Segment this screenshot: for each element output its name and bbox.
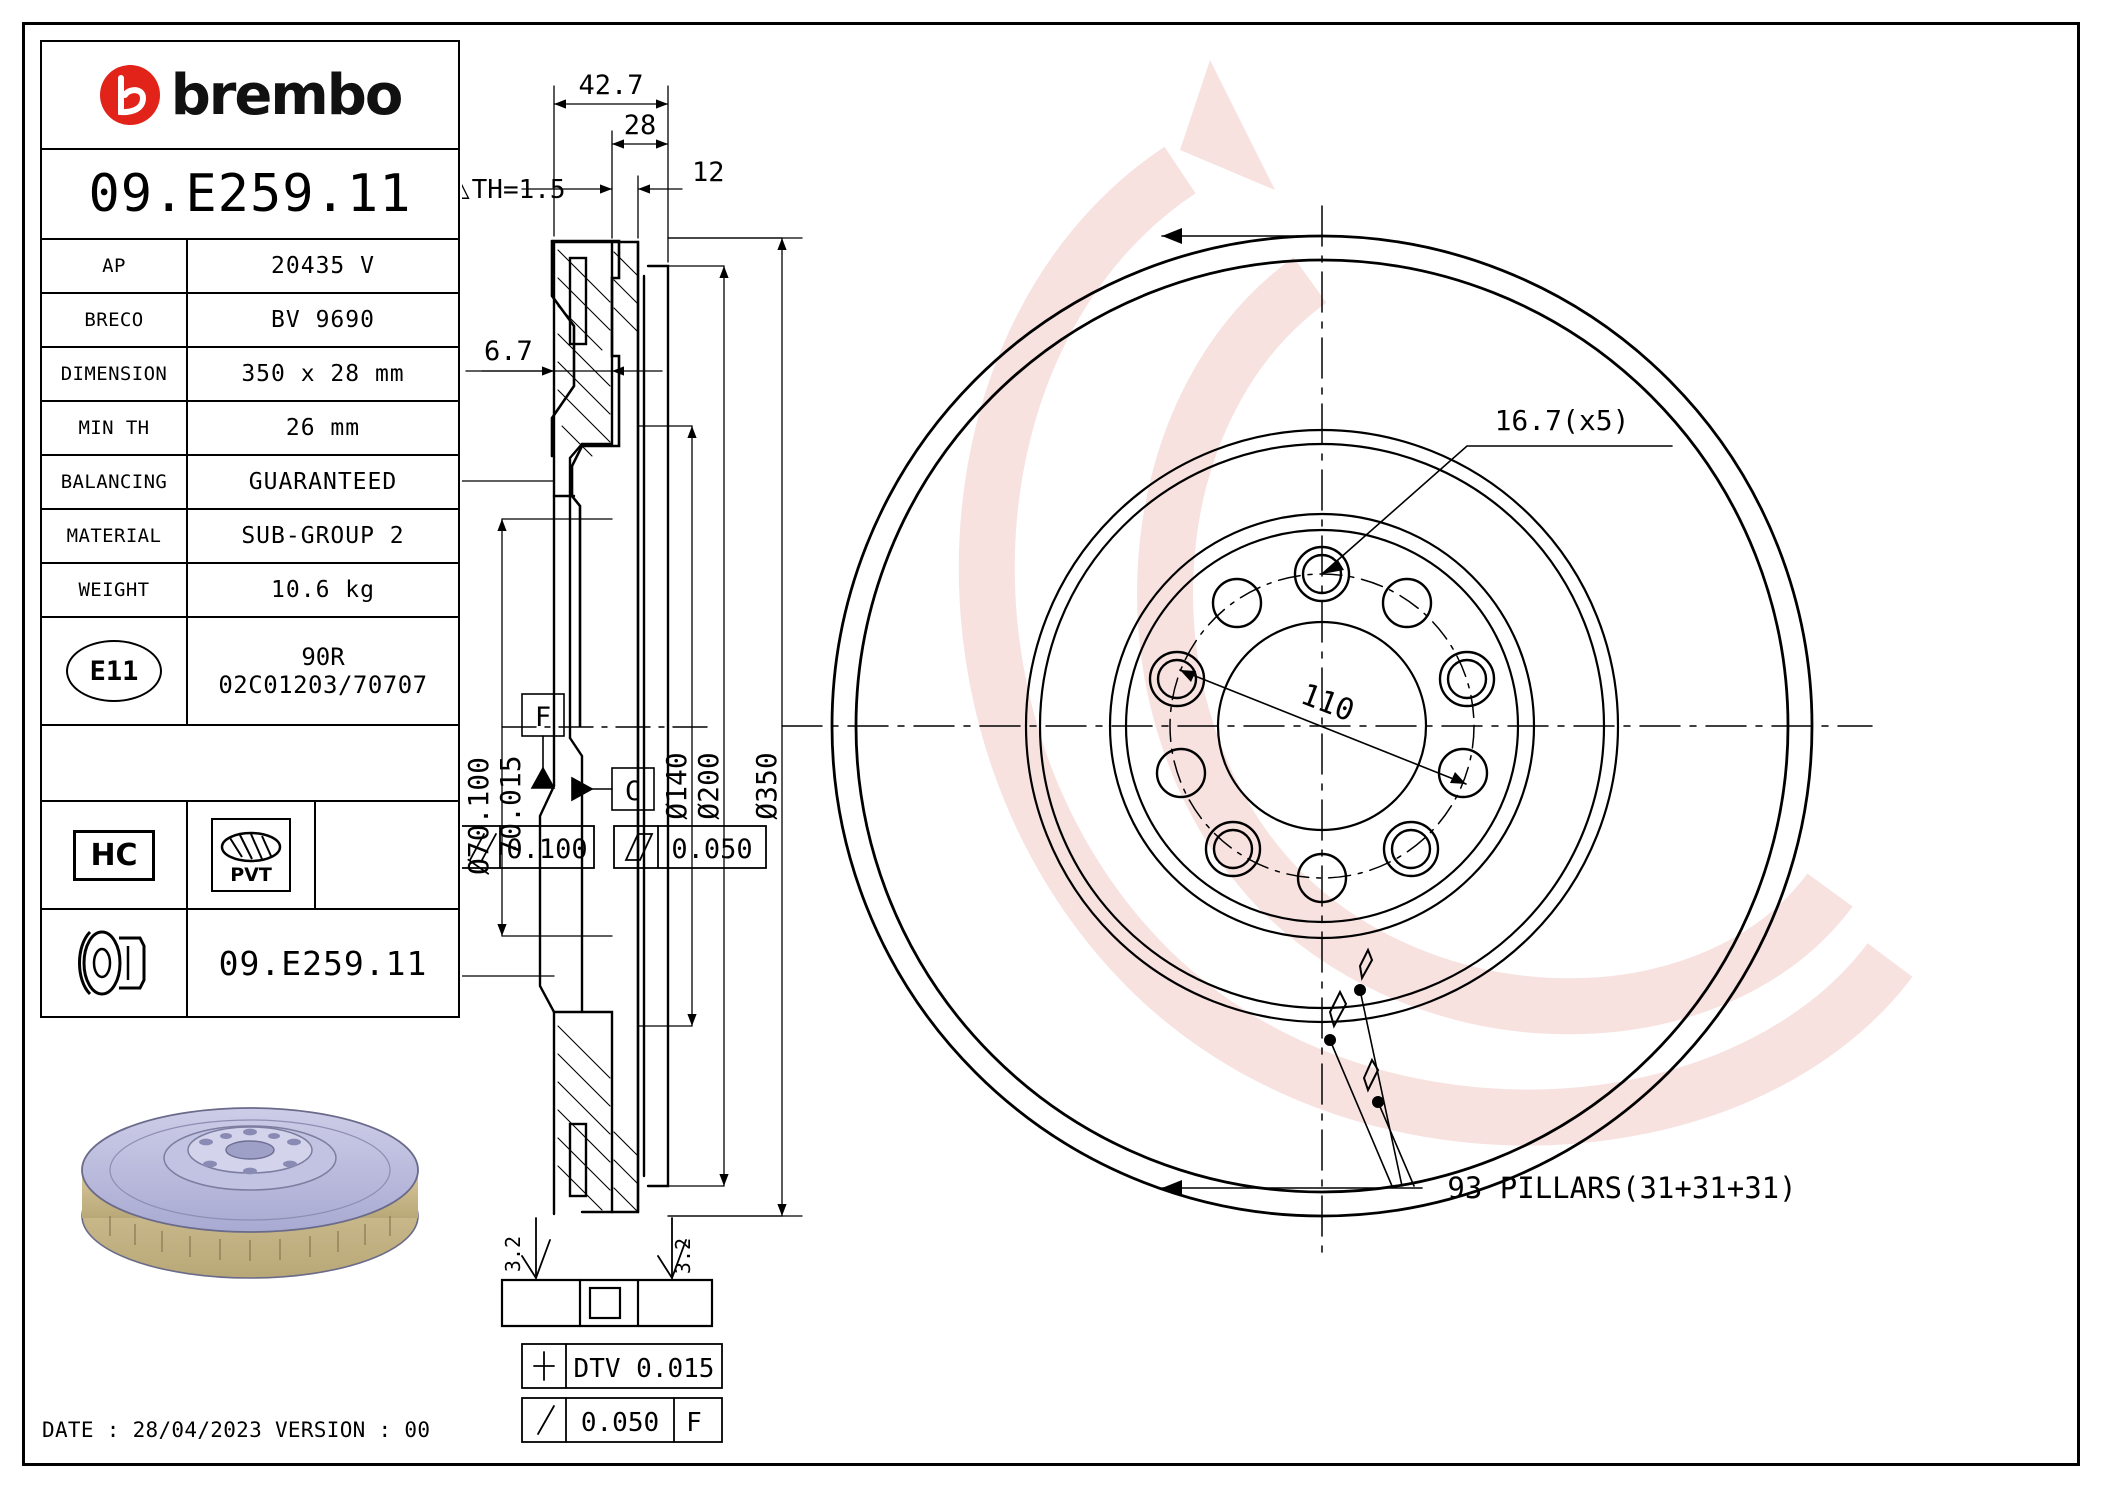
homologation-value-cell: 90R 02C01203/70707 <box>186 616 460 726</box>
value-text: 10.6 kg <box>271 577 375 603</box>
spec-label-material: MATERIAL <box>40 508 188 564</box>
dim-dia-350: Ø350 <box>750 752 783 819</box>
datum-c: C <box>625 776 641 807</box>
value-text: 350 x 28 mm <box>241 361 405 387</box>
hc-badge-cell: HC <box>40 800 188 910</box>
spec-label-balancing: BALANCING <box>40 454 188 510</box>
dim-hub-width: 28 <box>624 110 657 141</box>
disc-with-caliper-icon <box>78 930 146 996</box>
spec-value-dimension: 350 x 28 mm <box>186 346 460 402</box>
spec-value-material: SUB-GROUP 2 <box>186 508 460 564</box>
spec-value-weight: 10.6 kg <box>186 562 460 618</box>
spec-label-dimension: DIMENSION <box>40 346 188 402</box>
dtv-callout: DTV 0.015 <box>574 1354 715 1384</box>
label-text: BRECO <box>84 309 144 331</box>
disc-icon-cell <box>40 908 188 1018</box>
dim-dia-70-100: Ø70.100 <box>462 757 495 875</box>
info-panel: brembo 09.E259.11 AP 20435 V BRECO BV 96… <box>40 40 460 1450</box>
spec-label-weight: WEIGHT <box>40 562 188 618</box>
page-border <box>22 22 2080 1466</box>
dim-dia-200: Ø200 <box>692 752 725 819</box>
brand-name: brembo <box>170 62 404 128</box>
spec-label-ap: AP <box>40 238 188 294</box>
label-text: BALANCING <box>60 471 168 493</box>
spec-value-ap: 20435 V <box>186 238 460 294</box>
spec-value-min-th: 26 mm <box>186 400 460 456</box>
label-text: WEIGHT <box>78 579 150 601</box>
homologation-line2: 02C01203/70707 <box>218 671 428 699</box>
technical-drawing: 42.7 28 12 △TH=1.5 6.7 <box>462 26 2058 1458</box>
value-text: SUB-GROUP 2 <box>241 523 405 549</box>
blank-row <box>40 724 460 802</box>
spec-label-breco: BRECO <box>40 292 188 348</box>
pvt-label: PVT <box>230 864 272 886</box>
dim-overall-width: 42.7 <box>578 70 643 101</box>
surface-finish-left: 3.2 <box>501 1236 525 1272</box>
pvt-empty-cell <box>314 800 460 910</box>
homologation-line1: 90R <box>301 643 345 671</box>
footer-date: DATE : 28/04/2023 VERSION : 00 <box>42 1418 431 1442</box>
bolt-circle-dim: 110 <box>1296 677 1359 729</box>
tol-flat: 0.050 <box>671 834 752 865</box>
part-number-cell: 09.E259.11 <box>40 148 460 240</box>
label-text: MIN TH <box>78 417 150 439</box>
e11-badge: E11 <box>66 640 162 702</box>
label-text: MATERIAL <box>66 525 162 547</box>
value-text: BV 9690 <box>271 307 375 333</box>
hc-badge: HC <box>73 829 155 881</box>
brake-disc-hatch-icon <box>220 831 282 863</box>
tol-runout: 0.050 <box>581 1408 659 1438</box>
pvt-badge: PVT <box>211 818 291 892</box>
dim-flange: 6.7 <box>484 336 533 367</box>
label-text: DIMENSION <box>60 363 168 385</box>
label-text: AP <box>102 255 126 277</box>
spec-label-min-th: MIN TH <box>40 400 188 456</box>
datum-f: F <box>535 702 551 733</box>
bolt-hole-callout: 16.7(x5) <box>1495 404 1630 437</box>
dim-th-variation: △TH=1.5 <box>462 175 566 205</box>
spec-value-breco: BV 9690 <box>186 292 460 348</box>
surface-finish-right: 3.2 <box>671 1238 695 1274</box>
value-text: 20435 V <box>271 253 375 279</box>
spec-value-balancing: GUARANTEED <box>186 454 460 510</box>
brembo-roundel-icon <box>99 65 160 125</box>
homologation-badge-cell: E11 <box>40 616 188 726</box>
value-text: 26 mm <box>285 415 361 441</box>
tol-parallel: 0.100 <box>506 834 587 865</box>
pillars-callout: 93 PILLARS(31+31+31) <box>1447 1171 1796 1205</box>
dim-dia-140: Ø140 <box>660 752 693 819</box>
value-text: GUARANTEED <box>248 469 398 495</box>
tol-runout-datum: F <box>686 1408 702 1438</box>
product-photo <box>50 1040 450 1320</box>
part-number-repeat: 09.E259.11 <box>218 943 428 983</box>
pvt-badge-cell: PVT <box>186 800 316 910</box>
part-number-repeat-cell: 09.E259.11 <box>186 908 460 1018</box>
dim-inner: 12 <box>692 157 725 188</box>
part-number: 09.E259.11 <box>88 164 412 224</box>
brand-logo-cell: brembo <box>40 40 460 150</box>
